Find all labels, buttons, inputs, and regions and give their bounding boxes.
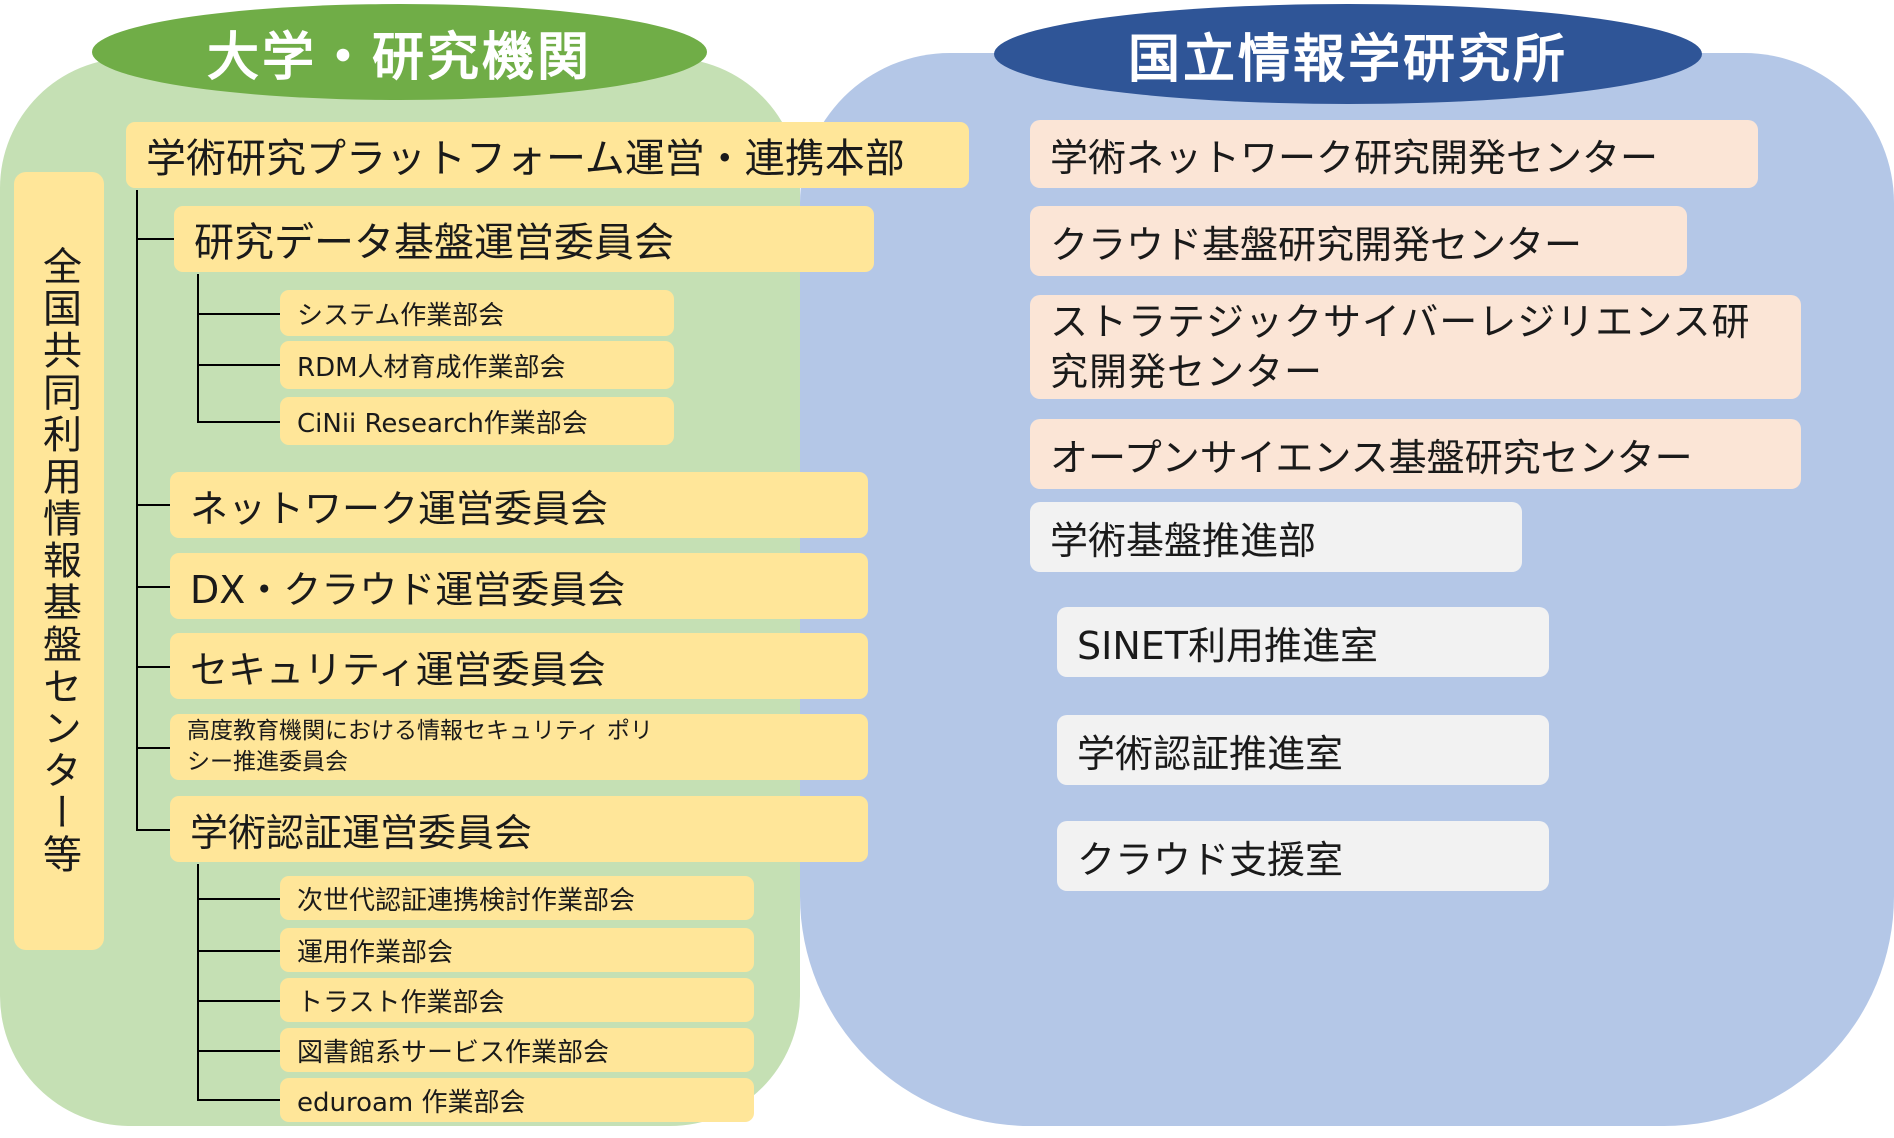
committee-security-policy: 高度教育機関における情報セキュリティ ポリシー推進委員会	[170, 714, 868, 780]
committee-security-policy-label: 高度教育機関における情報セキュリティ ポリシー推進委員会	[187, 718, 653, 775]
group-cinii-research: CiNii Research作業部会	[280, 397, 674, 445]
group-eduroam: eduroam 作業部会	[280, 1078, 754, 1122]
sub-branch-line	[197, 950, 281, 952]
universities-title: 大学・研究機関	[92, 4, 707, 100]
sub-branch-line	[197, 1000, 281, 1002]
sub-branch-line	[197, 1099, 281, 1101]
side-bar-centers: 全国共同利用情報基盤センター等	[14, 172, 104, 950]
department-academic-infrastructure: 学術基盤推進部	[1030, 502, 1522, 572]
subtree-trunk-line	[197, 274, 199, 423]
group-rdm-training: RDM人材育成作業部会	[280, 341, 674, 389]
branch-line	[136, 666, 171, 668]
sub-branch-line	[197, 421, 281, 423]
branch-line	[136, 829, 171, 831]
committee-auth: 学術認証運営委員会	[170, 796, 868, 862]
subtree-trunk-line	[197, 864, 199, 1101]
center-academic-network: 学術ネットワーク研究開発センター	[1030, 120, 1758, 188]
sub-branch-line	[197, 313, 281, 315]
committee-security: セキュリティ運営委員会	[170, 633, 868, 699]
center-open-science: オープンサイエンス基盤研究センター	[1030, 419, 1801, 489]
sub-branch-line	[197, 898, 281, 900]
group-library-services: 図書館系サービス作業部会	[280, 1028, 754, 1072]
committee-dx-cloud: DX・クラウド運営委員会	[170, 553, 868, 619]
headquarters-box: 学術研究プラットフォーム運営・連携本部	[126, 122, 969, 188]
sub-branch-line	[197, 1050, 281, 1052]
branch-line	[136, 504, 171, 506]
center-cyber-resilience: ストラテジックサイバーレジリエンス研究開発センター	[1030, 295, 1801, 399]
group-next-gen-auth: 次世代認証連携検討作業部会	[280, 876, 754, 920]
group-trust: トラスト作業部会	[280, 978, 754, 1022]
group-operations: 運用作業部会	[280, 928, 754, 972]
nii-title: 国立情報学研究所	[994, 4, 1702, 104]
center-cyber-resilience-label: ストラテジックサイバーレジリエンス研究開発センター	[1050, 300, 1751, 394]
committee-research-data: 研究データ基盤運営委員会	[174, 206, 874, 272]
committee-network: ネットワーク運営委員会	[170, 472, 868, 538]
office-cloud-support: クラウド支援室	[1057, 821, 1549, 891]
center-cloud-infrastructure: クラウド基盤研究開発センター	[1030, 206, 1687, 276]
office-academic-auth: 学術認証推進室	[1057, 715, 1549, 785]
branch-line	[136, 586, 171, 588]
tree-trunk-line	[136, 190, 138, 831]
branch-line	[136, 747, 171, 749]
group-system: システム作業部会	[280, 290, 674, 336]
office-sinet: SINET利用推進室	[1057, 607, 1549, 677]
sub-branch-line	[197, 364, 281, 366]
side-bar-label: 全国共同利用情報基盤センター等	[36, 246, 82, 876]
branch-line	[136, 238, 178, 240]
